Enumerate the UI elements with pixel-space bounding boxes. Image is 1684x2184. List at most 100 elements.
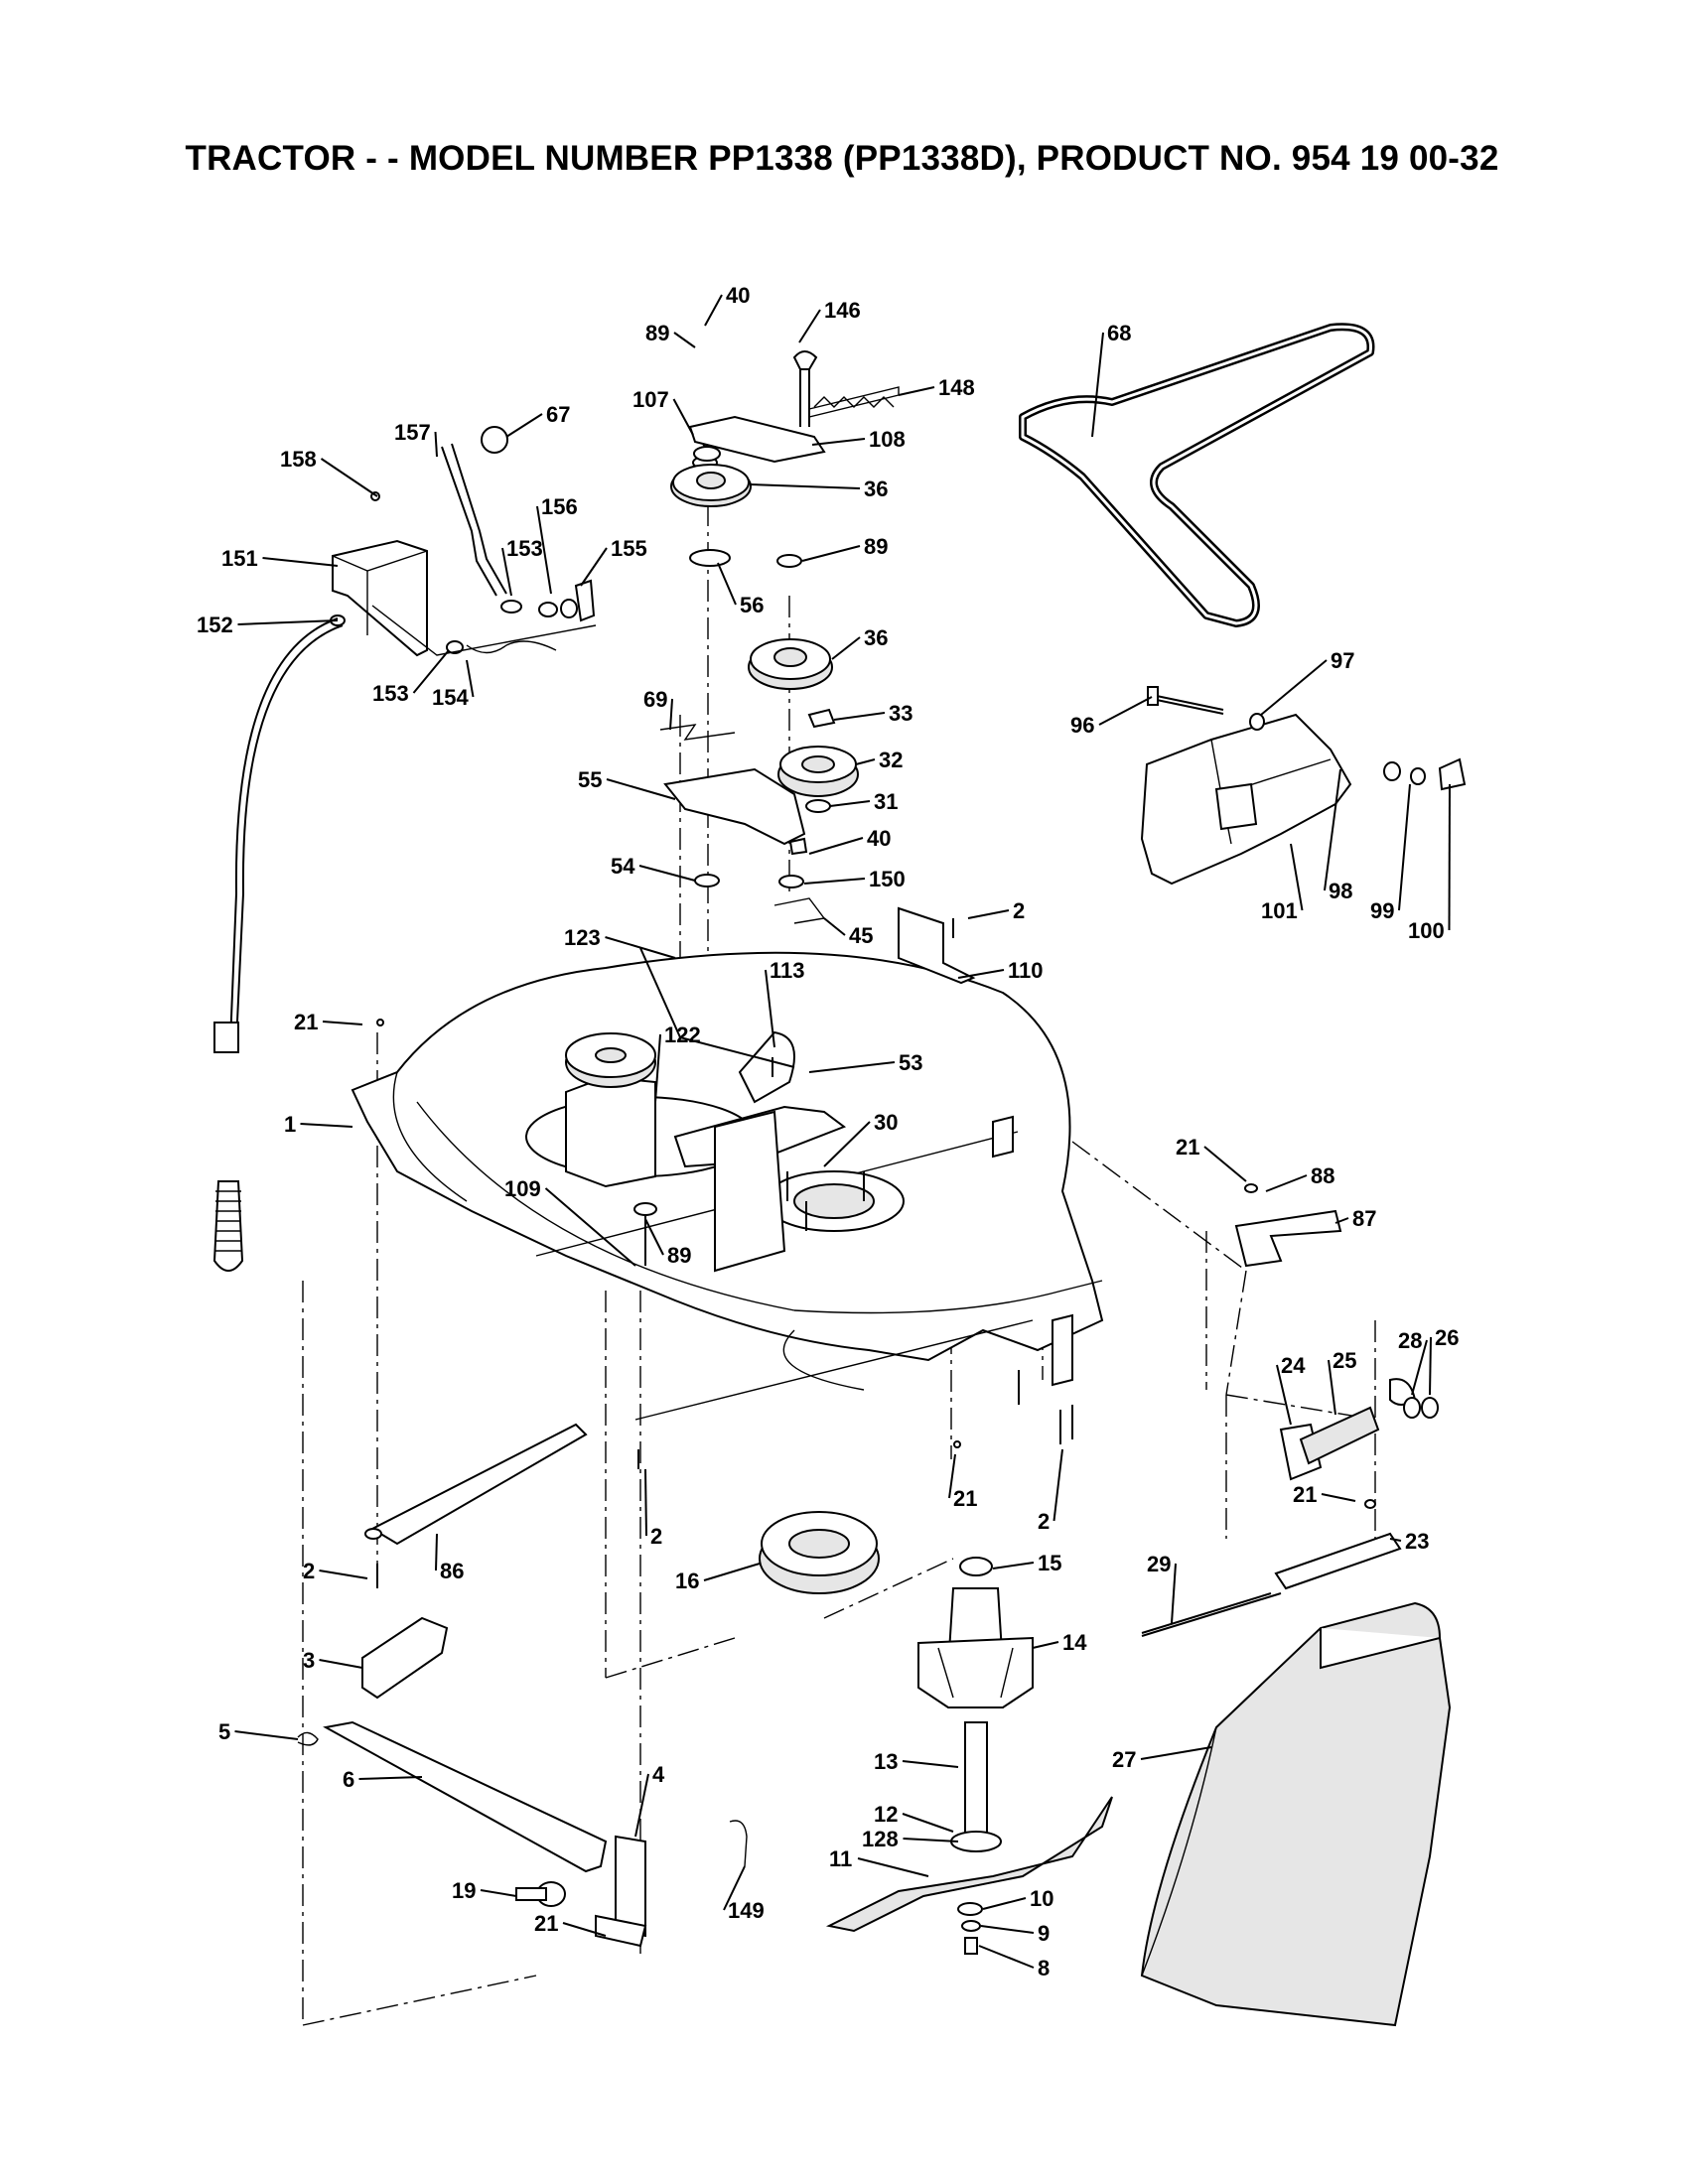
leader-line [967, 909, 1010, 919]
leader-line [644, 1218, 664, 1256]
part-label-56: 56 [740, 593, 764, 617]
spacer-ring [759, 1511, 880, 1594]
part-label-23: 23 [1405, 1529, 1429, 1554]
part-label-14: 14 [1062, 1630, 1087, 1655]
part-label-53: 53 [899, 1050, 922, 1075]
page-title: TRACTOR - - MODEL NUMBER PP1338 (PP1338D… [185, 139, 1499, 178]
part-label-2: 2 [303, 1559, 315, 1583]
leader-line [798, 309, 821, 343]
leader-line [980, 1925, 1035, 1934]
part-label-89: 89 [667, 1243, 691, 1268]
leader-line [749, 483, 861, 489]
part-label-55: 55 [578, 767, 602, 792]
leader-line [1091, 332, 1104, 438]
leader-line [319, 1659, 363, 1669]
part-label-21: 21 [1293, 1482, 1317, 1507]
lift-lever-assembly [330, 426, 597, 657]
leader-line [466, 659, 475, 698]
leader-line [703, 1563, 761, 1581]
lift-link-assembly [297, 1616, 748, 1948]
leader-line [717, 562, 737, 606]
part-label-150: 150 [869, 867, 906, 891]
leader-line [606, 778, 676, 800]
part-label-67: 67 [546, 402, 570, 427]
part-label-21: 21 [534, 1911, 558, 1936]
leader-line [1265, 1174, 1308, 1192]
leader-line [898, 386, 935, 396]
idler-assembly [659, 350, 900, 924]
leader-line [903, 1838, 959, 1843]
leader-line [992, 1562, 1035, 1570]
part-label-97: 97 [1331, 648, 1354, 673]
part-label-88: 88 [1311, 1163, 1334, 1188]
leader-line [902, 1813, 954, 1833]
part-label-109: 109 [504, 1176, 541, 1201]
part-label-29: 29 [1147, 1552, 1171, 1576]
part-label-100: 100 [1408, 918, 1445, 943]
part-label-16: 16 [675, 1569, 699, 1593]
part-label-24: 24 [1281, 1353, 1306, 1378]
leader-line [605, 936, 676, 959]
part-label-11: 11 [829, 1846, 852, 1871]
leader-line [833, 712, 886, 721]
part-label-30: 30 [874, 1110, 898, 1135]
part-label-40: 40 [726, 283, 750, 308]
part-label-15: 15 [1038, 1551, 1061, 1575]
part-label-36: 36 [864, 477, 888, 501]
part-label-158: 158 [280, 447, 317, 472]
part-label-33: 33 [889, 701, 912, 726]
leader-line [544, 1187, 636, 1267]
part-label-149: 149 [728, 1898, 765, 1923]
part-label-27: 27 [1112, 1747, 1136, 1772]
part-label-69: 69 [643, 687, 667, 712]
part-label-123: 123 [564, 925, 601, 950]
leader-line [803, 878, 866, 885]
leader-line [536, 505, 552, 595]
part-label-40: 40 [867, 826, 891, 851]
leader-line [1140, 1746, 1212, 1760]
part-label-86: 86 [440, 1559, 464, 1583]
leader-line [501, 547, 512, 597]
leader-line [831, 636, 861, 660]
leader-line [1429, 1336, 1432, 1396]
part-label-157: 157 [394, 420, 431, 445]
part-label-99: 99 [1370, 898, 1394, 923]
leader-line [638, 865, 696, 882]
part-label-2: 2 [650, 1524, 662, 1549]
part-label-101: 101 [1261, 898, 1298, 923]
leader-line [1290, 843, 1304, 911]
leader-line [982, 1897, 1027, 1910]
leader-line [808, 1061, 896, 1073]
leader-line [1321, 1493, 1356, 1502]
stabilizer-bar [364, 1423, 588, 1588]
leader-line [672, 398, 694, 436]
leader-line [1324, 768, 1341, 891]
part-label-122: 122 [664, 1023, 701, 1047]
leader-line [1334, 1217, 1349, 1224]
part-label-31: 31 [874, 789, 898, 814]
leader-line [322, 1021, 363, 1025]
leader-line [358, 1776, 423, 1780]
leader-line [978, 1945, 1035, 1969]
leader-line [823, 1121, 871, 1167]
part-label-8: 8 [1038, 1956, 1050, 1980]
bracket-110 [898, 906, 976, 985]
part-label-156: 156 [541, 494, 578, 519]
part-label-10: 10 [1030, 1886, 1053, 1911]
right-side-brackets [1141, 1183, 1439, 1637]
part-label-6: 6 [343, 1767, 354, 1792]
leader-line [644, 1468, 647, 1537]
part-label-113: 113 [770, 958, 805, 983]
leader-line [1052, 1448, 1063, 1522]
part-label-12: 12 [874, 1802, 898, 1827]
leader-line [434, 431, 438, 458]
part-label-2: 2 [1013, 898, 1025, 923]
leader-line [505, 413, 543, 438]
part-label-21: 21 [294, 1010, 318, 1034]
leader-line [435, 1533, 438, 1571]
leader-line [669, 698, 673, 731]
leader-line [1411, 1339, 1428, 1396]
leader-line [823, 917, 846, 936]
leader-line [234, 1730, 299, 1740]
